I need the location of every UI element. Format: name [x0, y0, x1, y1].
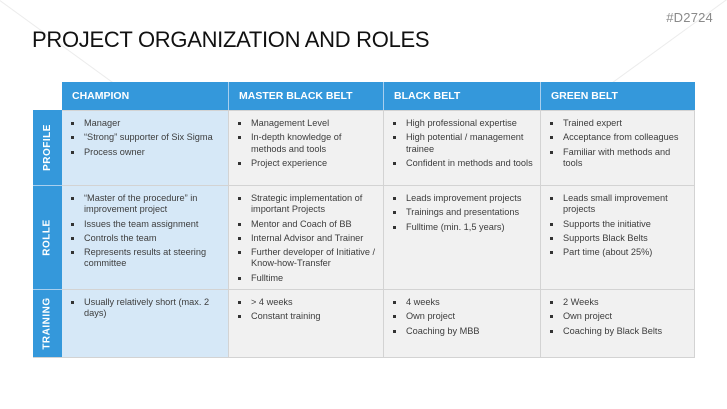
bullet-item: Own project	[549, 311, 688, 322]
bullet-item: Fulltime	[237, 273, 377, 284]
bullet-item: High professional expertise	[392, 118, 534, 129]
row-header-rolle: ROLLE	[33, 185, 62, 289]
column-header-green-belt: GREEN BELT	[540, 82, 695, 110]
bullet-item: Part time (about 25%)	[549, 247, 688, 258]
bullet-item: Constant training	[237, 311, 377, 322]
table-cell: “Master of the procedure” in improvement…	[62, 185, 228, 289]
bullet-item: Fulltime (min. 1,5 years)	[392, 222, 534, 233]
bullet-item: Manager	[70, 118, 222, 129]
bullet-list: Usually relatively short (max. 2 days)	[70, 297, 222, 320]
bullet-item: > 4 weeks	[237, 297, 377, 308]
row-header-profile: PROFILE	[33, 110, 62, 185]
bullet-item: Project experience	[237, 158, 377, 169]
bullet-item: Trainings and presentations	[392, 207, 534, 218]
bullet-item: 2 Weeks	[549, 297, 688, 308]
bullet-item: Coaching by Black Belts	[549, 326, 688, 337]
bullet-item: Acceptance from colleagues	[549, 132, 688, 143]
table-cell: Strategic implementation of important Pr…	[228, 185, 383, 289]
bullet-item: “Master of the procedure” in improvement…	[70, 193, 222, 216]
row-label: ROLLE	[42, 219, 54, 256]
row-label: PROFILE	[42, 124, 53, 171]
row-label: TRAINING	[42, 297, 53, 350]
column-header-champion: CHAMPION	[62, 82, 228, 110]
document-id: #D2724	[666, 10, 713, 25]
bullet-item: Leads small improvement projects	[549, 193, 688, 216]
page-title: PROJECT ORGANIZATION AND ROLES	[32, 27, 430, 52]
bullet-item: Supports the initiative	[549, 219, 688, 230]
bullet-list: “Master of the procedure” in improvement…	[70, 193, 222, 270]
table-corner	[33, 82, 62, 110]
bullet-item: 4 weeks	[392, 297, 534, 308]
bullet-item: In-depth knowledge of methods and tools	[237, 132, 377, 155]
bullet-item: Leads improvement projects	[392, 193, 534, 204]
bullet-item: Internal Advisor and Trainer	[237, 233, 377, 244]
bullet-list: Strategic implementation of important Pr…	[237, 193, 377, 284]
column-header-black-belt: BLACK BELT	[383, 82, 540, 110]
row-header-training: TRAINING	[33, 289, 62, 358]
bullet-item: Trained expert	[549, 118, 688, 129]
bullet-item: Mentor and Coach of BB	[237, 219, 377, 230]
table-cell: Usually relatively short (max. 2 days)	[62, 289, 228, 358]
bullet-item: Familiar with methods and tools	[549, 147, 688, 170]
bullet-item: Supports Black Belts	[549, 233, 688, 244]
bullet-item: Represents results at steering committee	[70, 247, 222, 270]
bullet-item: Issues the team assignment	[70, 219, 222, 230]
column-header-master-black-belt: MASTER BLACK BELT	[228, 82, 383, 110]
bullet-item: Controls the team	[70, 233, 222, 244]
bullet-item: Strategic implementation of important Pr…	[237, 193, 377, 216]
bullet-item: Management Level	[237, 118, 377, 129]
roles-table: CHAMPION MASTER BLACK BELT BLACK BELT GR…	[33, 82, 695, 358]
bullet-item: Process owner	[70, 147, 222, 158]
bullet-item: Own project	[392, 311, 534, 322]
bullet-item: Confident in methods and tools	[392, 158, 534, 169]
bullet-item: High potential / management trainee	[392, 132, 534, 155]
bullet-item: Coaching by MBB	[392, 326, 534, 337]
bullet-item: Usually relatively short (max. 2 days)	[70, 297, 222, 320]
bullet-item: “Strong” supporter of Six Sigma	[70, 132, 222, 143]
bullet-item: Further developer of Initiative / Know-h…	[237, 247, 377, 270]
